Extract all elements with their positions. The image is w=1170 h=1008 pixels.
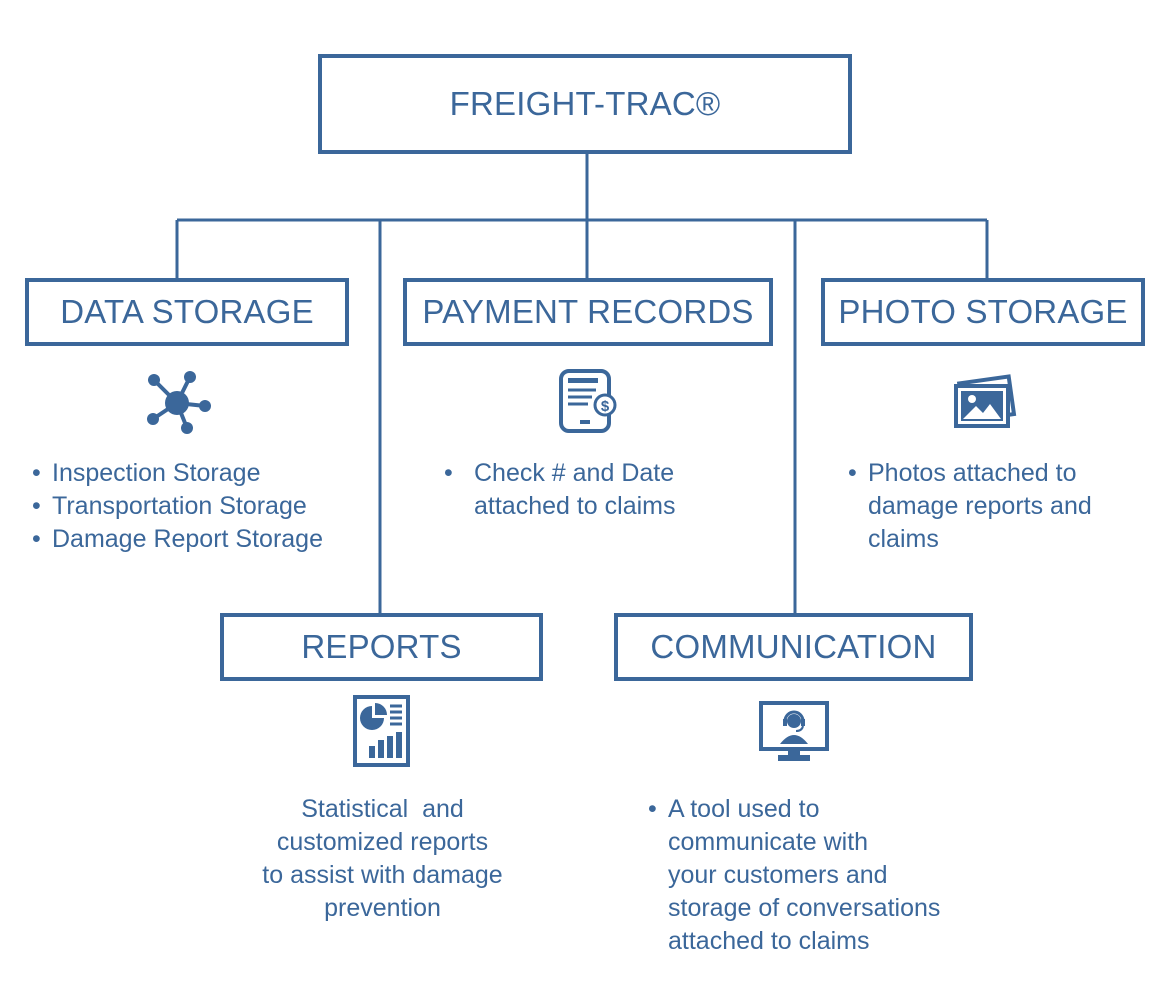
list-item: Transportation Storage xyxy=(32,490,323,523)
list-item: Inspection Storage xyxy=(32,457,323,490)
svg-text:$: $ xyxy=(601,398,610,415)
photo-bullet-text: Photos attached to damage reports and cl… xyxy=(868,459,1092,553)
communication-list: A tool used to communicate with your cus… xyxy=(648,793,978,958)
payment-bullet-text: Check # and Date attached to claims xyxy=(474,459,676,520)
list-item: Damage Report Storage xyxy=(32,523,323,556)
reports-title: REPORTS xyxy=(301,628,462,665)
reports-line: to assist with damage xyxy=(262,861,503,889)
list-item: Check # and Date attached to claims xyxy=(444,457,764,523)
communication-title: COMMUNICATION xyxy=(650,628,937,665)
reports-description: Statistical and customized reports to as… xyxy=(230,793,535,925)
data-storage-title: DATA STORAGE xyxy=(60,293,314,330)
photo-storage-list: Photos attached to damage reports and cl… xyxy=(848,457,1148,556)
data-storage-list: Inspection Storage Transportation Storag… xyxy=(32,457,323,556)
invoice-icon: $ xyxy=(559,369,617,433)
reports-box: REPORTS xyxy=(220,613,543,681)
payment-records-title: PAYMENT RECORDS xyxy=(422,293,754,330)
communication-line: your customers and xyxy=(668,861,888,889)
monitor-headset-icon xyxy=(759,701,829,761)
photo-storage-box: PHOTO STORAGE xyxy=(821,278,1145,346)
data-storage-box: DATA STORAGE xyxy=(25,278,349,346)
communication-line: A tool used to xyxy=(668,795,820,823)
communication-box: COMMUNICATION xyxy=(614,613,973,681)
root-box: FREIGHT-TRAC® xyxy=(318,54,852,154)
payment-records-box: PAYMENT RECORDS xyxy=(403,278,773,346)
root-title: FREIGHT-TRAC® xyxy=(449,85,721,122)
communication-line: communicate with xyxy=(668,828,869,856)
report-icon xyxy=(353,695,410,767)
reports-line: customized reports xyxy=(276,828,489,856)
payment-records-list: Check # and Date attached to claims xyxy=(444,457,764,523)
photo-storage-title: PHOTO STORAGE xyxy=(838,293,1128,330)
communication-line: storage of conversations xyxy=(668,894,941,922)
reports-line: Statistical and xyxy=(301,795,464,823)
reports-line: prevention xyxy=(324,894,441,922)
communication-line: attached to claims xyxy=(668,927,870,955)
list-item: Photos attached to damage reports and cl… xyxy=(848,457,1148,556)
list-item: A tool used to communicate with your cus… xyxy=(648,793,978,958)
network-icon xyxy=(147,371,211,434)
photos-icon xyxy=(954,374,1017,428)
